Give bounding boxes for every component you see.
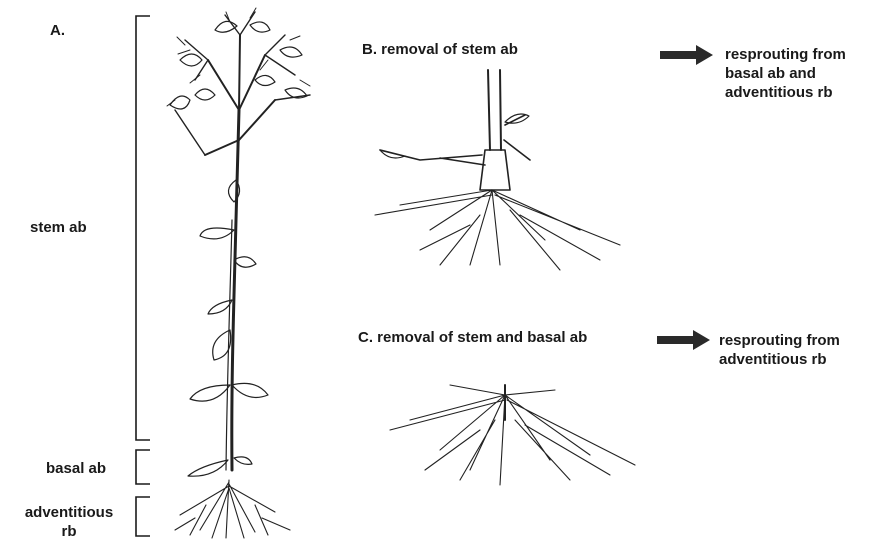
panel-c-result: resprouting from adventitious rb <box>719 331 840 369</box>
plant-b-illustration <box>375 70 620 270</box>
panel-c-result-line1: resprouting from <box>719 331 840 350</box>
adventitious-label-line2: rb <box>14 522 124 541</box>
arrow-b <box>660 45 713 65</box>
panel-b-result-line1: resprouting from <box>725 45 846 64</box>
bracket-stem-ab <box>136 16 150 440</box>
panel-c-title: C. removal of stem and basal ab <box>358 328 587 347</box>
plant-c-illustration <box>390 385 635 485</box>
panel-b-result-line3: adventitious rb <box>725 83 846 102</box>
adventitious-label-line1: adventitious <box>14 503 124 522</box>
panel-a-label: A. <box>50 21 65 40</box>
whole-plant-illustration <box>167 8 310 538</box>
bracket-basal-ab <box>136 450 150 484</box>
adventitious-rb-label: adventitious rb <box>14 503 124 541</box>
panel-b-result-line2: basal ab and <box>725 64 846 83</box>
arrow-c <box>657 330 710 350</box>
stem-ab-label: stem ab <box>30 218 87 237</box>
panel-c-result-line2: adventitious rb <box>719 350 840 369</box>
panel-b-title: B. removal of stem ab <box>362 40 518 59</box>
basal-ab-label: basal ab <box>46 459 106 478</box>
bracket-adventitious-rb <box>136 497 150 536</box>
panel-b-result: resprouting from basal ab and adventitio… <box>725 45 846 102</box>
